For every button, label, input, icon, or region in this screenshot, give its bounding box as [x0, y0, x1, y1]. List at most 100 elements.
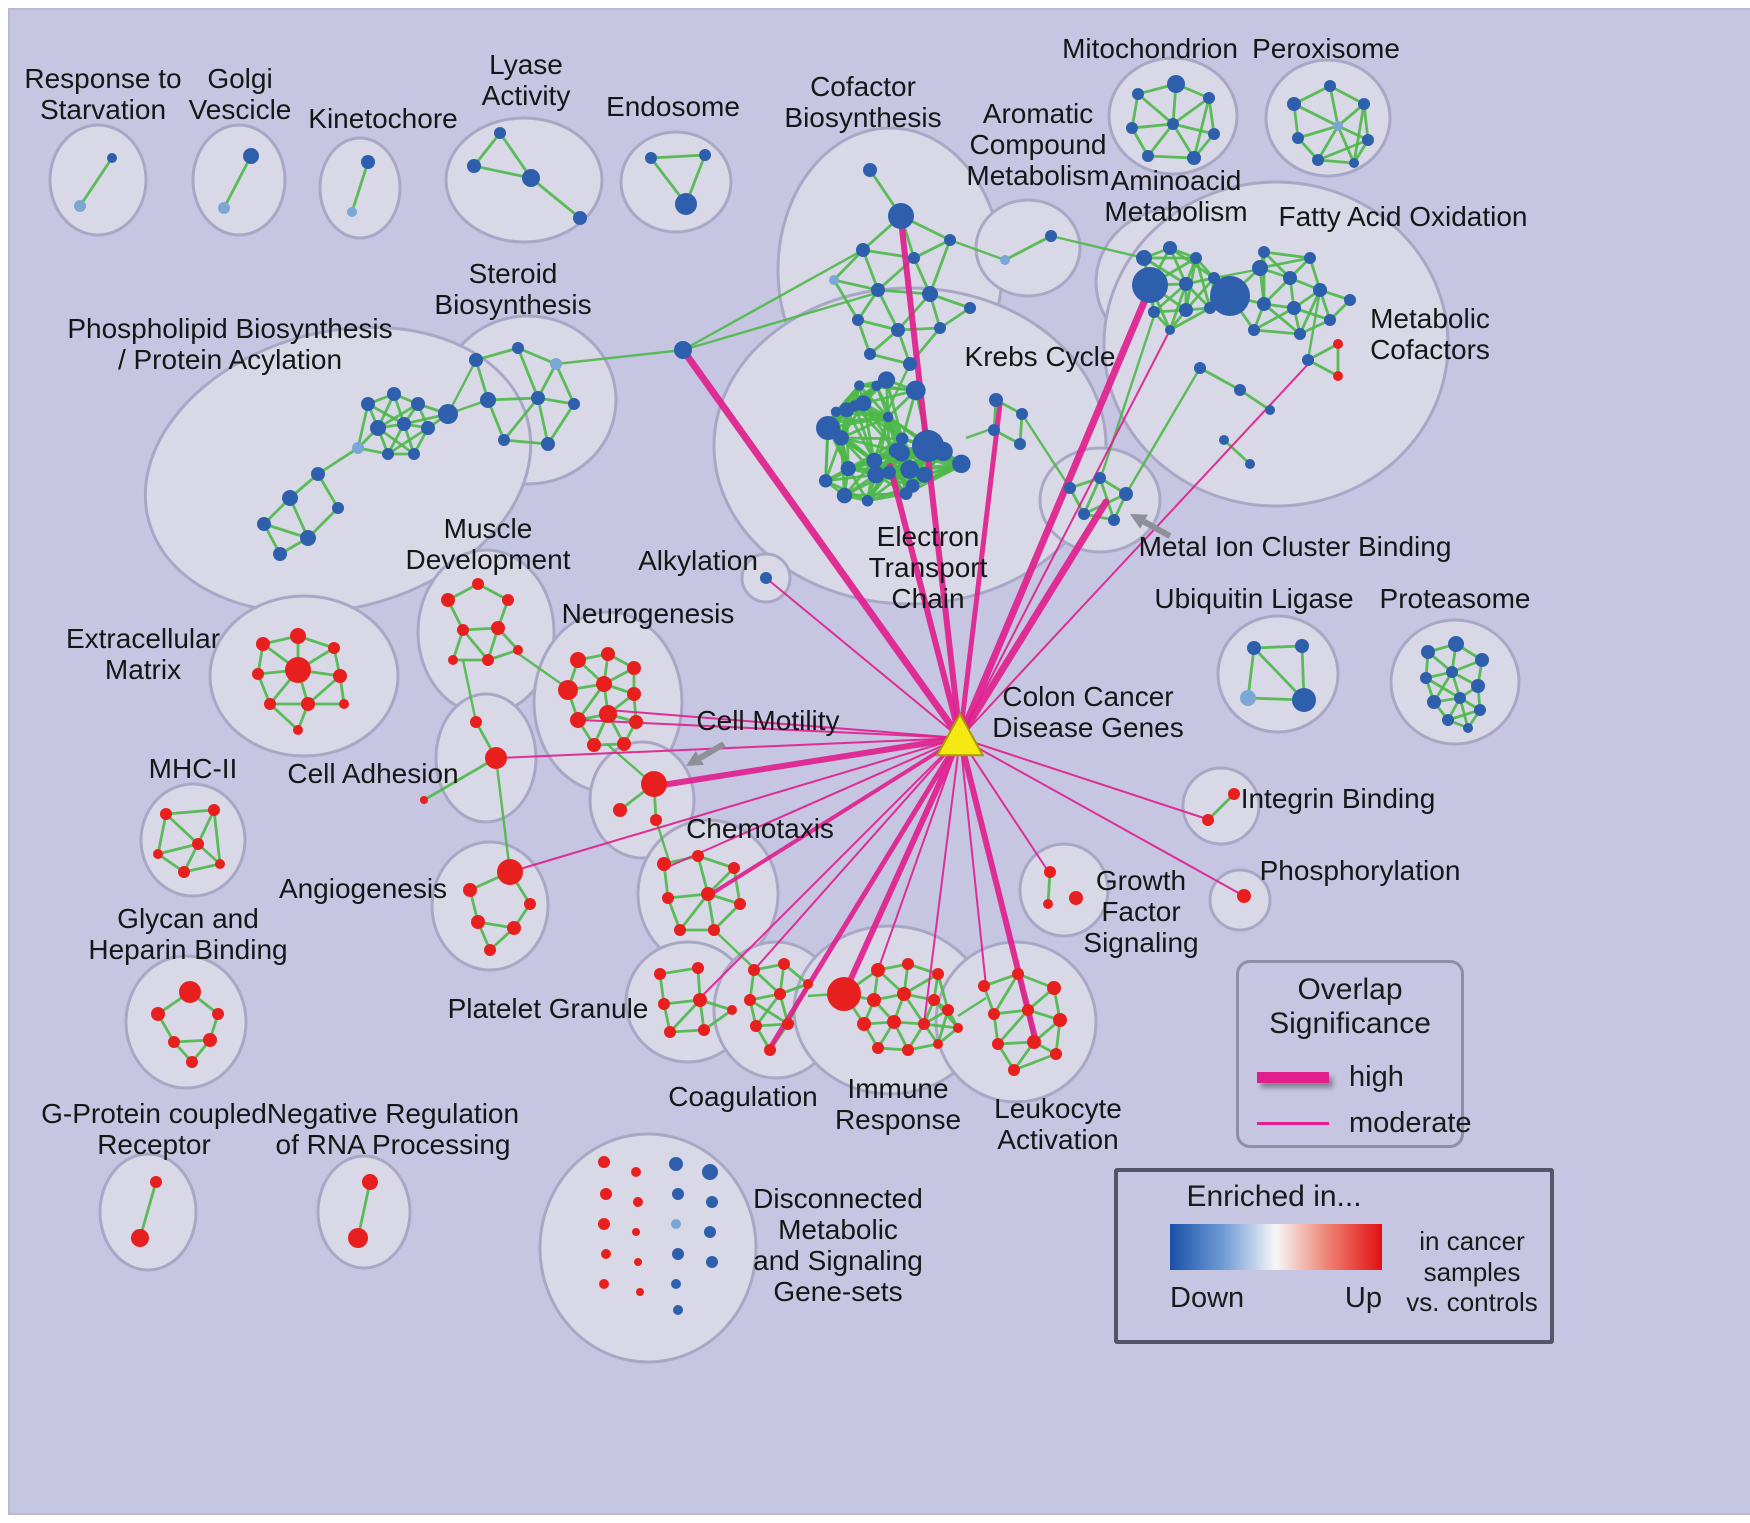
- gene-set-node[interactable]: [1187, 151, 1201, 165]
- gene-set-node[interactable]: [863, 163, 877, 177]
- gene-set-node[interactable]: [906, 381, 926, 401]
- gene-set-node[interactable]: [1064, 482, 1076, 494]
- gene-set-node[interactable]: [903, 357, 917, 371]
- gene-set-node[interactable]: [1287, 97, 1301, 111]
- gene-set-node[interactable]: [706, 1256, 718, 1268]
- gene-set-node[interactable]: [1136, 250, 1152, 266]
- gene-set-node[interactable]: [150, 1176, 162, 1188]
- gene-set-node[interactable]: [484, 944, 496, 956]
- gene-set-node[interactable]: [636, 1288, 644, 1296]
- gene-set-node[interactable]: [1446, 666, 1458, 678]
- gene-set-node[interactable]: [803, 979, 813, 989]
- gene-set-node[interactable]: [361, 397, 375, 411]
- gene-set-node[interactable]: [1234, 384, 1246, 396]
- gene-set-node[interactable]: [203, 1033, 217, 1047]
- gene-set-node[interactable]: [601, 647, 615, 661]
- gene-set-node[interactable]: [699, 149, 711, 161]
- gene-set-node[interactable]: [522, 169, 540, 187]
- gene-set-node[interactable]: [764, 1044, 776, 1056]
- gene-set-node[interactable]: [882, 466, 896, 480]
- gene-set-node[interactable]: [702, 1164, 718, 1180]
- gene-set-node[interactable]: [151, 1007, 165, 1021]
- gene-set-node[interactable]: [883, 412, 893, 422]
- gene-set-node[interactable]: [734, 898, 746, 910]
- gene-set-node[interactable]: [1248, 324, 1260, 336]
- gene-set-node[interactable]: [411, 397, 425, 411]
- gene-set-node[interactable]: [1247, 641, 1261, 655]
- gene-set-node[interactable]: [728, 862, 740, 874]
- gene-set-node[interactable]: [208, 804, 220, 816]
- gene-set-node[interactable]: [1237, 889, 1251, 903]
- gene-set-node[interactable]: [1295, 639, 1309, 653]
- gene-set-node[interactable]: [1283, 271, 1297, 285]
- gene-set-node[interactable]: [827, 977, 861, 1011]
- gene-set-node[interactable]: [273, 547, 287, 561]
- gene-set-node[interactable]: [902, 1044, 914, 1056]
- gene-set-node[interactable]: [704, 1226, 716, 1238]
- gene-set-node[interactable]: [1421, 645, 1435, 659]
- gene-set-node[interactable]: [1474, 704, 1486, 716]
- gene-set-node[interactable]: [370, 420, 386, 436]
- gene-set-node[interactable]: [212, 1008, 224, 1020]
- gene-set-node[interactable]: [573, 211, 587, 225]
- gene-set-node[interactable]: [339, 699, 349, 709]
- gene-set-node[interactable]: [922, 286, 938, 302]
- gene-set-node[interactable]: [988, 424, 1000, 436]
- gene-set-node[interactable]: [658, 998, 670, 1010]
- gene-set-node[interactable]: [160, 808, 172, 820]
- gene-set-node[interactable]: [1027, 1035, 1041, 1049]
- gene-set-node[interactable]: [856, 243, 870, 257]
- gene-set-node[interactable]: [1362, 134, 1374, 146]
- gene-set-node[interactable]: [934, 322, 946, 334]
- gene-set-node[interactable]: [1344, 294, 1356, 306]
- gene-set-node[interactable]: [1047, 981, 1061, 995]
- gene-set-node[interactable]: [774, 988, 786, 1000]
- gene-set-node[interactable]: [1358, 98, 1370, 110]
- gene-set-node[interactable]: [1333, 121, 1343, 131]
- gene-set-node[interactable]: [1312, 154, 1324, 166]
- gene-set-node[interactable]: [599, 1279, 609, 1289]
- gene-set-node[interactable]: [1240, 690, 1256, 706]
- gene-set-node[interactable]: [1208, 128, 1220, 140]
- gene-set-node[interactable]: [1043, 899, 1053, 909]
- gene-set-node[interactable]: [153, 849, 163, 859]
- gene-set-node[interactable]: [650, 814, 662, 826]
- gene-set-node[interactable]: [897, 987, 911, 1001]
- gene-set-node[interactable]: [131, 1229, 149, 1247]
- gene-set-node[interactable]: [290, 628, 306, 644]
- gene-set-node[interactable]: [1454, 692, 1466, 704]
- gene-set-node[interactable]: [293, 725, 303, 735]
- gene-set-node[interactable]: [448, 655, 458, 665]
- gene-set-node[interactable]: [888, 203, 914, 229]
- gene-set-node[interactable]: [471, 915, 485, 929]
- gene-set-node[interactable]: [627, 661, 641, 675]
- gene-set-node[interactable]: [178, 866, 190, 878]
- gene-set-node[interactable]: [470, 716, 482, 728]
- gene-set-node[interactable]: [1324, 80, 1336, 92]
- gene-set-node[interactable]: [871, 963, 885, 977]
- gene-set-node[interactable]: [1012, 968, 1024, 980]
- gene-set-node[interactable]: [862, 495, 873, 506]
- gene-set-node[interactable]: [750, 1020, 762, 1032]
- gene-set-node[interactable]: [333, 669, 347, 683]
- gene-set-node[interactable]: [512, 342, 524, 354]
- gene-set-node[interactable]: [472, 578, 484, 590]
- gene-set-node[interactable]: [871, 283, 885, 297]
- gene-set-node[interactable]: [1292, 688, 1316, 712]
- gene-set-node[interactable]: [864, 348, 876, 360]
- gene-set-node[interactable]: [599, 705, 617, 723]
- gene-set-node[interactable]: [878, 371, 895, 388]
- gene-set-node[interactable]: [192, 838, 204, 850]
- gene-set-node[interactable]: [617, 737, 631, 751]
- gene-set-node[interactable]: [257, 517, 271, 531]
- gene-set-node[interactable]: [928, 994, 940, 1006]
- gene-set-node[interactable]: [727, 1005, 737, 1015]
- gene-set-node[interactable]: [908, 252, 920, 264]
- gene-set-node[interactable]: [1044, 866, 1056, 878]
- gene-set-node[interactable]: [978, 980, 990, 992]
- gene-set-node[interactable]: [494, 127, 506, 139]
- gene-set-node[interactable]: [854, 380, 864, 390]
- gene-set-node[interactable]: [243, 148, 259, 164]
- gene-set-node[interactable]: [1142, 150, 1154, 162]
- gene-set-node[interactable]: [1078, 508, 1090, 520]
